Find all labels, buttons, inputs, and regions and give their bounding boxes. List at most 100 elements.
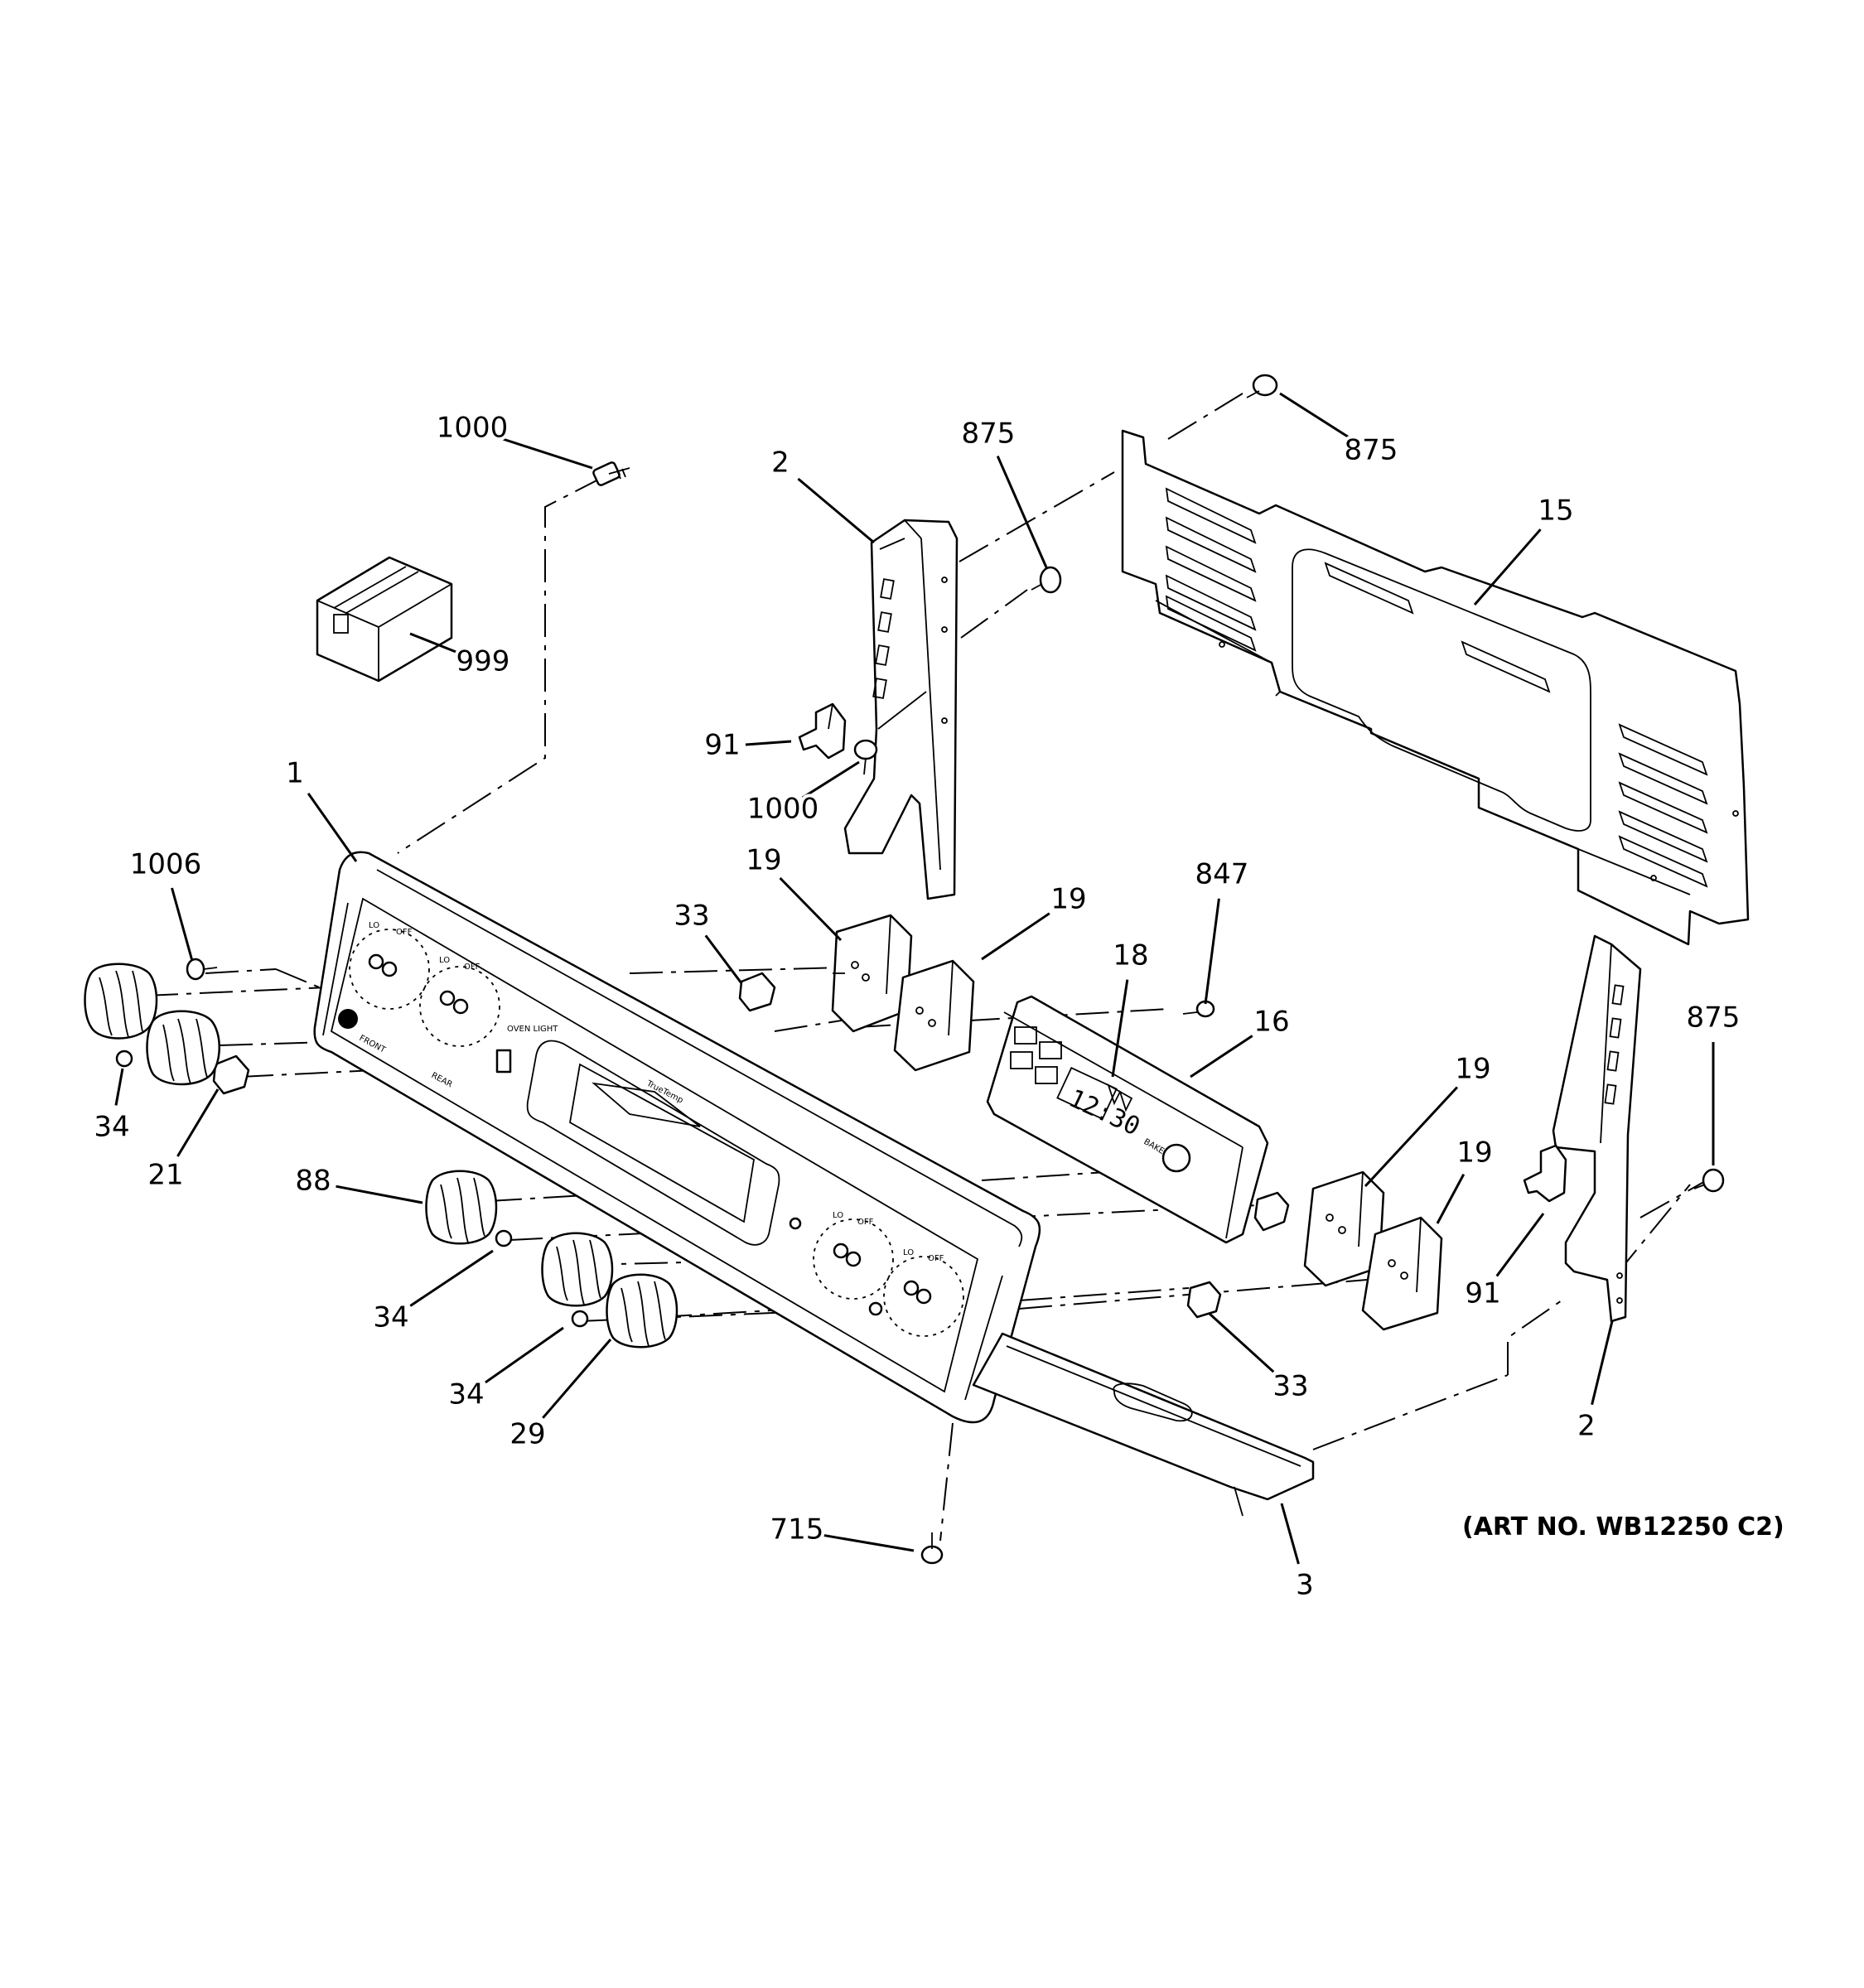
part-19-switch-d xyxy=(1361,1216,1443,1331)
callout-halo-c15: 15 xyxy=(1538,495,1573,528)
callout-halo-c18: 18 xyxy=(1113,939,1148,972)
part-33-switch-c xyxy=(1186,1281,1222,1319)
callout-halo-c715: 715 xyxy=(770,1513,824,1546)
knob-29 xyxy=(606,1273,678,1349)
callout-halo-c2a: 2 xyxy=(771,446,790,480)
leader-line-c1000a xyxy=(494,435,593,470)
callout-halo-c33a: 33 xyxy=(674,900,709,933)
callout-halo-c91b: 91 xyxy=(1465,1277,1500,1310)
leader-line-c15 xyxy=(1473,528,1542,606)
leader-line-c3 xyxy=(1280,1503,1300,1565)
louver-slots xyxy=(1165,487,1708,888)
callout-halo-c3: 3 xyxy=(1296,1569,1314,1602)
callout-c875c: 875 xyxy=(1687,1001,1741,1035)
callout-halo-c2b: 2 xyxy=(1577,1410,1596,1443)
callout-c91b: 91 xyxy=(1465,1277,1500,1310)
dial-lo-2: LO xyxy=(439,956,450,965)
callout-c21: 21 xyxy=(147,1159,183,1192)
knob-left-lower xyxy=(146,1010,220,1086)
part-33-switch-b xyxy=(1253,1191,1290,1232)
callout-halo-c19b: 19 xyxy=(1050,883,1086,916)
callout-halo-c29: 29 xyxy=(509,1418,545,1451)
leader-line-c1 xyxy=(307,793,358,862)
screw-715 xyxy=(920,1532,944,1565)
callout-c847: 847 xyxy=(1195,858,1249,891)
indicator-dot xyxy=(338,1009,358,1029)
callout-c3: 3 xyxy=(1296,1569,1314,1602)
callout-c1000a: 1000 xyxy=(437,412,509,445)
leader-line-c34c xyxy=(485,1326,564,1384)
part-3-lower-trim xyxy=(972,1332,1315,1517)
callout-halo-c91a: 91 xyxy=(704,729,740,762)
callout-halo-c999: 999 xyxy=(456,645,510,678)
screw-1006 xyxy=(186,958,218,981)
dial-lo-4: LO xyxy=(903,1248,914,1257)
leader-line-c16 xyxy=(1190,1035,1253,1078)
leader-line-c19d xyxy=(1436,1173,1466,1224)
callout-halo-c19d: 19 xyxy=(1456,1136,1492,1170)
oven-dial xyxy=(1161,1143,1191,1173)
callout-c2b: 2 xyxy=(1577,1410,1596,1443)
callout-halo-c1: 1 xyxy=(286,757,304,790)
callout-halo-c34a: 34 xyxy=(94,1111,129,1144)
leader-line-c29 xyxy=(542,1339,612,1419)
callout-c34c: 34 xyxy=(448,1378,484,1411)
callout-halo-c1000b: 1000 xyxy=(747,793,819,826)
leader-line-c19b xyxy=(981,912,1050,961)
callout-c1000b: 1000 xyxy=(747,793,819,826)
leader-line-c847 xyxy=(1204,898,1220,1005)
leader-line-c18 xyxy=(1111,979,1129,1078)
callout-c1006: 1006 xyxy=(130,848,202,881)
callout-c18: 18 xyxy=(1113,939,1148,972)
dial-off-4: OFF xyxy=(928,1254,944,1263)
part-91-clip-right xyxy=(1523,1144,1567,1203)
callout-halo-c16: 16 xyxy=(1253,1006,1289,1039)
callout-halo-c19c: 19 xyxy=(1455,1053,1490,1086)
screw-1000-top xyxy=(592,461,630,486)
callout-halo-c34c: 34 xyxy=(448,1378,484,1411)
leader-line-c88 xyxy=(336,1185,423,1204)
part-33-switch-a xyxy=(738,972,776,1012)
leader-line-c33a xyxy=(704,934,743,984)
callout-c88: 88 xyxy=(295,1165,331,1198)
part-19-switch-c xyxy=(1303,1170,1385,1287)
part-91-clip-upper xyxy=(798,702,847,760)
screw-875-bracket xyxy=(1031,566,1062,594)
callout-c16: 16 xyxy=(1253,1006,1289,1039)
dial-off-3: OFF xyxy=(857,1218,874,1227)
callout-halo-c1000a: 1000 xyxy=(437,412,509,445)
leader-line-c33b xyxy=(1208,1312,1275,1373)
leader-line-c91a xyxy=(745,740,792,746)
callout-halo-c875a: 875 xyxy=(962,417,1016,451)
dial-right-front: LO OFF xyxy=(883,1248,964,1337)
part-19-switch-b xyxy=(893,959,975,1072)
leader-line-c999 xyxy=(409,632,462,656)
dial-lo-3: LO xyxy=(833,1211,843,1220)
callout-c19b: 19 xyxy=(1050,883,1086,916)
callout-c19a: 19 xyxy=(746,844,781,877)
oven-light-switch xyxy=(495,1049,512,1074)
leader-line-c715 xyxy=(819,1533,915,1552)
callout-halo-c88: 88 xyxy=(295,1165,331,1198)
knob-right-upper xyxy=(541,1232,614,1307)
leader-line-c2b xyxy=(1591,1320,1614,1406)
oven-light-label: OVEN LIGHT xyxy=(507,1025,558,1034)
callout-halo-c19a: 19 xyxy=(746,844,781,877)
screw-875-right xyxy=(1693,1168,1725,1193)
leader-line-c21 xyxy=(176,1088,220,1157)
callout-c15: 15 xyxy=(1538,495,1573,528)
dial-lo: LO xyxy=(369,921,379,930)
callout-c999: 999 xyxy=(456,645,510,678)
leader-line-c19c xyxy=(1364,1086,1459,1188)
callout-c33a: 33 xyxy=(674,900,709,933)
callout-c19d: 19 xyxy=(1456,1136,1492,1170)
callout-c875a: 875 xyxy=(962,417,1016,451)
leader-line-c19a xyxy=(779,876,843,942)
screw-875-top xyxy=(1246,374,1278,398)
callout-halo-c875c: 875 xyxy=(1687,1001,1741,1035)
part-34-nuts xyxy=(115,1049,589,1328)
callout-c33b: 33 xyxy=(1272,1370,1308,1403)
callout-halo-c34b: 34 xyxy=(373,1301,408,1334)
leader-line-c34b xyxy=(409,1249,494,1307)
